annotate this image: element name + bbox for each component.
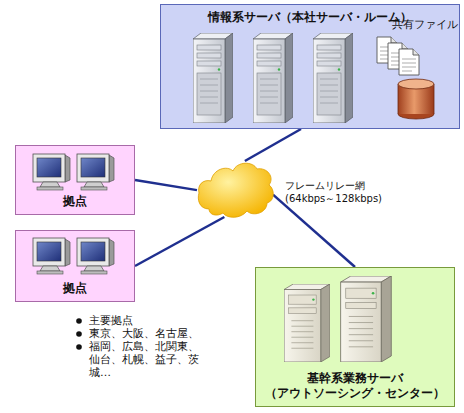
cylinder-body (398, 84, 434, 114)
network-cloud: フレームリレー網 (64kbps～128kbps) (197, 161, 273, 217)
network-link (273, 195, 355, 267)
cylinder-edge (398, 84, 399, 114)
bullet-dot (76, 344, 82, 350)
file-label: 共有ファイル (392, 18, 462, 31)
cloud-outline (198, 163, 273, 217)
link-line (273, 195, 355, 267)
cylinder-bottom (398, 109, 434, 119)
cloud-shape (197, 161, 273, 217)
link-line (245, 129, 301, 161)
document-icon (377, 37, 397, 63)
document-icon (388, 43, 408, 69)
network-link (245, 129, 301, 161)
node-label: 拠点 (16, 194, 134, 209)
site-list-item: 東京、大阪、名古屋、 (89, 327, 209, 340)
cylinder-edge (434, 84, 435, 114)
site-box: 拠点 (15, 145, 135, 215)
server-tower (193, 33, 353, 123)
site-list-item: 福岡、広島、北関東、仙台、札幌、益子、茨城… (89, 340, 201, 379)
datacenter-box: 基幹系業務サーバ （アウトソーシング・センター） (255, 267, 455, 407)
link-line (135, 217, 224, 266)
client-pc (33, 154, 70, 190)
document-icon (399, 49, 419, 75)
cylinder-top (398, 79, 434, 89)
server-tower (313, 33, 353, 123)
node-label: フレームリレー網 (64kbps～128kbps) (285, 179, 393, 205)
core-server (284, 284, 330, 362)
client-pc (77, 238, 114, 274)
database-cylinder (398, 79, 434, 119)
node-label: 拠点 (16, 281, 134, 296)
bullet-dot (76, 318, 82, 350)
site-list-item: 主要拠点 (89, 314, 209, 327)
client-pc (77, 154, 114, 190)
node-label: 基幹系業務サーバ （アウトソーシング・センター） (256, 371, 454, 401)
cylinder-body (398, 84, 434, 114)
bullet-dot (76, 318, 82, 324)
network-link (135, 217, 224, 266)
bullet-dot (76, 331, 82, 337)
client-pc (33, 238, 70, 274)
client-pc (33, 154, 114, 274)
server-tower (193, 33, 233, 123)
site-box: 拠点 (15, 230, 135, 302)
core-server (284, 276, 391, 362)
network-link (135, 180, 197, 190)
link-line (135, 180, 197, 190)
server-tower (253, 33, 293, 123)
core-server (341, 276, 392, 362)
shared-file-icon (377, 37, 419, 75)
